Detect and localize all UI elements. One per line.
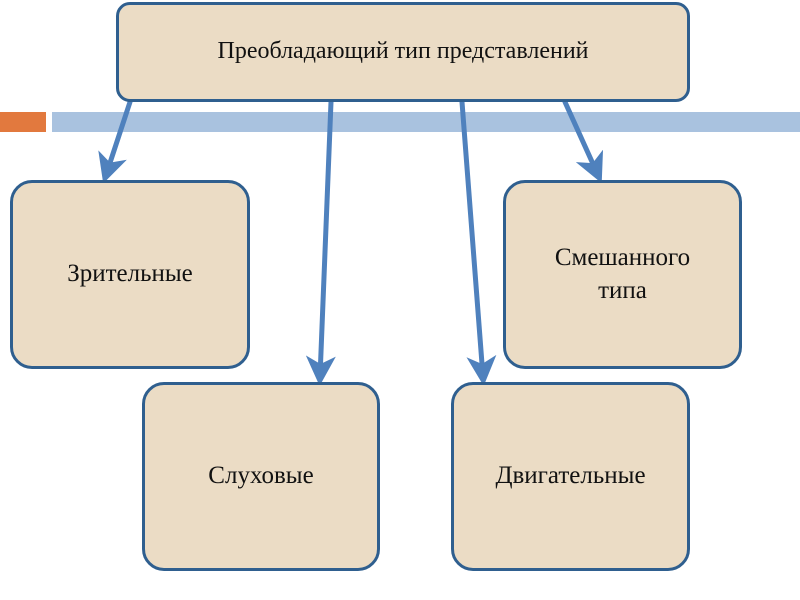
arrow-to-audio: [305, 99, 336, 386]
accent-bar-blue: [52, 112, 800, 132]
node-mixed: Смешанного типа: [503, 180, 742, 369]
node-motor: Двигательные: [451, 382, 690, 571]
accent-bar-orange: [0, 112, 46, 132]
root-node: Преобладающий тип представлений: [116, 2, 690, 102]
arrow-to-motor: [459, 99, 497, 386]
node-audio: Слуховые: [142, 382, 380, 571]
node-visual: Зрительные: [10, 180, 250, 369]
